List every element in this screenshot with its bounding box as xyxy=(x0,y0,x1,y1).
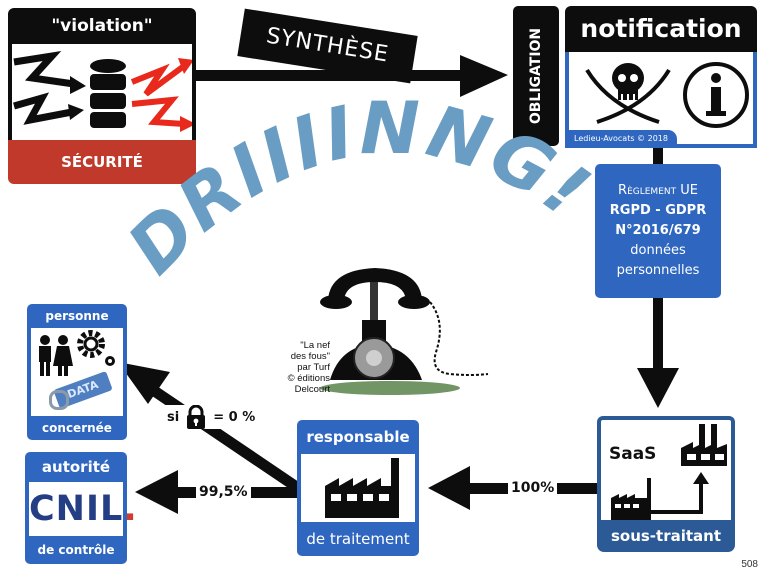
pirate-skull-icon xyxy=(585,63,671,124)
person-bottom-label: concernée xyxy=(42,421,112,435)
processor-box: SaaS sous-traitant xyxy=(597,416,735,552)
factory-icon xyxy=(325,458,399,518)
synthese-label: SYNTHÈSE xyxy=(264,23,391,68)
violation-title: "violation" xyxy=(51,16,153,36)
phone-caption: "La nef des fous" par Turf © éditions De… xyxy=(250,340,330,395)
regulation-subject-2: personnelles xyxy=(616,263,700,278)
security-footer: SÉCURITÉ xyxy=(8,140,196,184)
credit-text: Ledieu-Avocats © 2018 xyxy=(574,134,668,143)
processor-body: SaaS xyxy=(597,416,735,520)
notification-box: notification Ledieu-Avocats © 2018 xyxy=(565,6,757,148)
arrow-head-diagonal xyxy=(118,362,170,404)
flow-995-percent: 99,5% xyxy=(199,484,248,500)
regulation-number: N°2016/679 xyxy=(615,223,701,238)
securite-label: SÉCURITÉ xyxy=(61,153,143,171)
caption-line-2: des fous" xyxy=(290,351,330,362)
processor-footer: sous-traitant xyxy=(597,520,735,552)
caption-line-4: © éditions xyxy=(287,373,330,384)
man-woman-gears-icon xyxy=(39,330,115,376)
controller-body xyxy=(297,454,419,522)
database-breach-icon xyxy=(13,50,196,132)
regulation-type: Règlement UE xyxy=(618,183,698,198)
violation-header: "violation" xyxy=(8,8,196,44)
flow-label-controller: 100% xyxy=(508,479,558,497)
flow-label-person: si = 0 % xyxy=(165,405,258,429)
arrow-shaft-diagonal xyxy=(146,383,302,493)
regulation-name: RGPD - GDPR xyxy=(609,203,707,218)
person-box: personne DATA concernée xyxy=(27,304,127,440)
arrow-shaft-down xyxy=(653,298,663,370)
notification-title: notification xyxy=(580,14,742,43)
caption-line-1: "La nef xyxy=(300,340,330,351)
regulation-box: Règlement UE RGPD - GDPR N°2016/679 donn… xyxy=(595,164,721,298)
cnil-logo-dot: . xyxy=(123,489,138,529)
arrow-head-995 xyxy=(135,470,178,514)
telephone-icon xyxy=(320,268,489,395)
saas-label: SaaS xyxy=(609,444,657,464)
arrow-head-down xyxy=(637,368,679,408)
person-header: personne xyxy=(27,304,127,328)
controller-box: responsable de traitement xyxy=(297,420,419,556)
person-footer: concernée xyxy=(27,416,127,440)
controller-footer: de traitement xyxy=(297,522,419,556)
credit-badge: Ledieu-Avocats © 2018 xyxy=(565,130,677,148)
saas-factories-icon xyxy=(611,424,727,520)
controller-bottom-label: de traitement xyxy=(306,530,410,548)
authority-body: CNIL. xyxy=(25,482,137,536)
arrow-shaft-synthese xyxy=(195,70,465,81)
notification-header: notification xyxy=(565,6,757,52)
obligation-label: OBLIGATION xyxy=(528,27,544,125)
cnil-logo-text: CNIL xyxy=(29,489,124,529)
cnil-logo: CNIL. xyxy=(29,489,138,529)
info-icon xyxy=(683,62,749,128)
caption-line-3: par Turf xyxy=(297,362,330,373)
page-number: 508 xyxy=(741,559,758,570)
arrow-head-synthese xyxy=(460,55,508,97)
obligation-label-box: OBLIGATION xyxy=(513,6,559,146)
notification-body: Ledieu-Avocats © 2018 xyxy=(565,52,757,148)
authority-top-label: autorité xyxy=(41,458,111,476)
connector-notif-reg xyxy=(653,148,663,164)
lock-icon xyxy=(187,405,206,429)
controller-header: responsable xyxy=(297,420,419,454)
authority-header: autorité xyxy=(25,452,127,482)
arrow-head-100 xyxy=(428,466,470,510)
caption-line-5: Delcourt xyxy=(294,384,330,395)
security-box: "violation" SÉCURITÉ xyxy=(8,8,196,184)
authority-footer: de contrôle xyxy=(25,536,127,564)
regulation-subject-1: données xyxy=(630,243,686,258)
flow-zero-percent: = 0 % xyxy=(213,409,256,425)
person-top-label: personne xyxy=(45,309,109,323)
person-body: DATA xyxy=(27,328,127,416)
flow-100-percent: 100% xyxy=(511,480,555,496)
flow-si: si xyxy=(167,409,180,425)
authority-box: autorité CNIL. de contrôle xyxy=(25,452,137,564)
authority-bottom-label: de contrôle xyxy=(37,543,115,557)
flow-label-authority: 99,5% xyxy=(196,483,251,501)
processor-bottom-label: sous-traitant xyxy=(610,527,722,545)
padlock-shackle-icon xyxy=(49,390,69,410)
controller-top-label: responsable xyxy=(306,428,410,446)
security-box-body xyxy=(8,44,196,140)
